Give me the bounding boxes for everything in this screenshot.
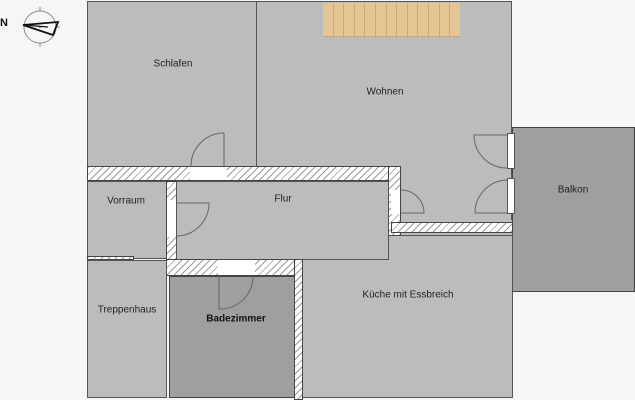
door-opening-bad[interactable]	[218, 260, 255, 275]
room-balkon[interactable]	[512, 127, 635, 292]
wall-kitchen-top	[391, 222, 513, 233]
room-vorraum[interactable]	[87, 181, 167, 259]
room-label-vorraum: Vorraum	[107, 195, 145, 207]
balcony-door-frame-1[interactable]	[507, 133, 515, 169]
room-badezimmer[interactable]	[169, 276, 295, 398]
door-opening-flur-wohnen[interactable]	[391, 190, 400, 214]
room-label-badezimmer: Badezimmer	[206, 313, 266, 325]
wall-vorraum-bottom	[87, 256, 134, 260]
room-treppenhaus[interactable]	[87, 260, 167, 398]
room-label-balkon: Balkon	[557, 184, 589, 196]
room-schlafen[interactable]	[87, 1, 257, 167]
door-opening-schlafen[interactable]	[190, 167, 227, 180]
compass-icon	[22, 7, 60, 47]
wall-flur-top	[87, 166, 401, 181]
room-label-treppenhaus: Treppenhaus	[97, 304, 157, 316]
stairs	[323, 3, 460, 37]
wall-bad-right	[294, 259, 303, 400]
balcony-door-frame-2[interactable]	[507, 178, 515, 214]
compass-north-label: N	[0, 17, 8, 29]
room-label-kueche: Küche mit Essbreich	[362, 289, 454, 301]
door-opening-vorraum[interactable]	[167, 200, 176, 237]
room-label-flur: Flur	[274, 193, 292, 205]
room-label-wohnen: Wohnen	[366, 86, 404, 98]
room-label-schlafen: Schlafen	[153, 58, 193, 70]
